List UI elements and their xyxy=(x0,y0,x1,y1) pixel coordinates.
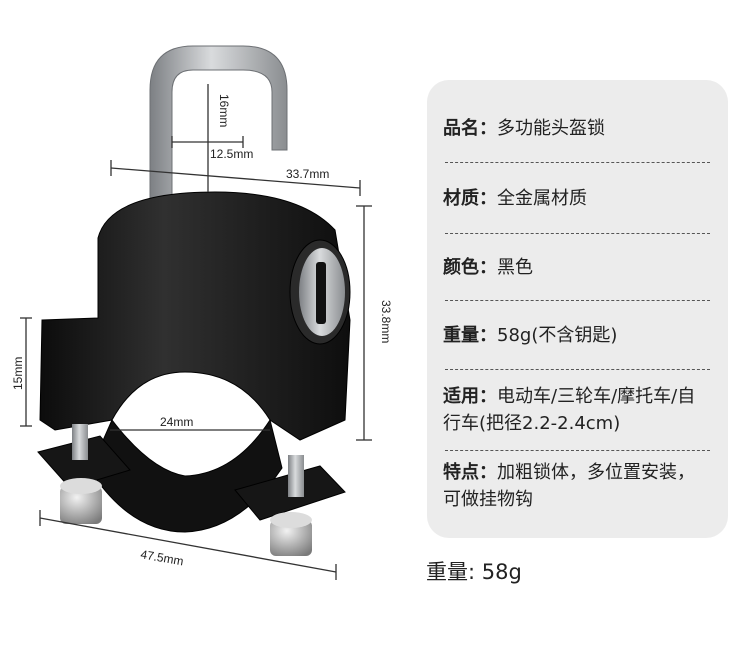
spec-row-features: 特点：加粗锁体，多位置安装，可做挂物钩 xyxy=(443,451,712,533)
dim-body-height: 33.8mm xyxy=(379,300,393,343)
dim-shackle-height: 16mm xyxy=(217,94,231,127)
spec-row-material: 材质：全金属材质 xyxy=(443,163,712,233)
lock-illustration: 16mm 12.5mm 33.7mm 33.8mm 15mm 24mm 47.5… xyxy=(11,45,393,580)
dim-shackle-width: 12.5mm xyxy=(210,147,253,161)
clamp-nut xyxy=(270,512,312,556)
spec-row-name: 品名：多功能头盔锁 xyxy=(443,94,712,162)
spec-value: 电动车/三轮车/摩托车/自行车(把径2.2-2.4cm) xyxy=(443,386,696,434)
spec-value: 加粗锁体，多位置安装，可做挂物钩 xyxy=(443,462,695,510)
divider xyxy=(445,233,710,234)
spec-label: 颜色： xyxy=(443,256,497,278)
shackle xyxy=(149,45,288,206)
dim-clamp-height: 15mm xyxy=(11,357,25,390)
spec-label: 品名： xyxy=(443,117,497,139)
dim-body-width: 33.7mm xyxy=(286,167,329,181)
spec-value: 黑色 xyxy=(497,256,533,278)
spec-value: 全金属材质 xyxy=(497,187,587,209)
spec-row-compatibility: 适用：电动车/三轮车/摩托车/自行车(把径2.2-2.4cm) xyxy=(443,370,712,450)
spec-row-color: 颜色：黑色 xyxy=(443,234,712,300)
clamp-nut xyxy=(60,478,102,524)
dim-clamp-diameter: 24mm xyxy=(160,415,193,429)
footer-weight: 重量: 58g xyxy=(426,560,522,584)
divider xyxy=(445,450,710,451)
divider xyxy=(445,300,710,301)
spec-label: 特点： xyxy=(443,462,497,483)
dim-total-width: 47.5mm xyxy=(139,547,184,568)
spec-label: 重量： xyxy=(443,324,497,346)
keyhole xyxy=(316,262,326,324)
divider xyxy=(445,162,710,163)
clamp-band xyxy=(89,418,283,533)
lock-body xyxy=(39,191,351,441)
spec-card: 品名：多功能头盔锁 材质：全金属材质 颜色：黑色 重量：58g(不含钥匙) 适用… xyxy=(427,80,728,538)
spec-label: 材质： xyxy=(443,187,497,209)
spec-row-weight: 重量：58g(不含钥匙) xyxy=(443,301,712,369)
spec-value: 58g(不含钥匙) xyxy=(497,324,618,346)
spec-label: 适用： xyxy=(443,386,497,407)
spec-value: 多功能头盔锁 xyxy=(497,117,605,139)
divider xyxy=(445,369,710,370)
